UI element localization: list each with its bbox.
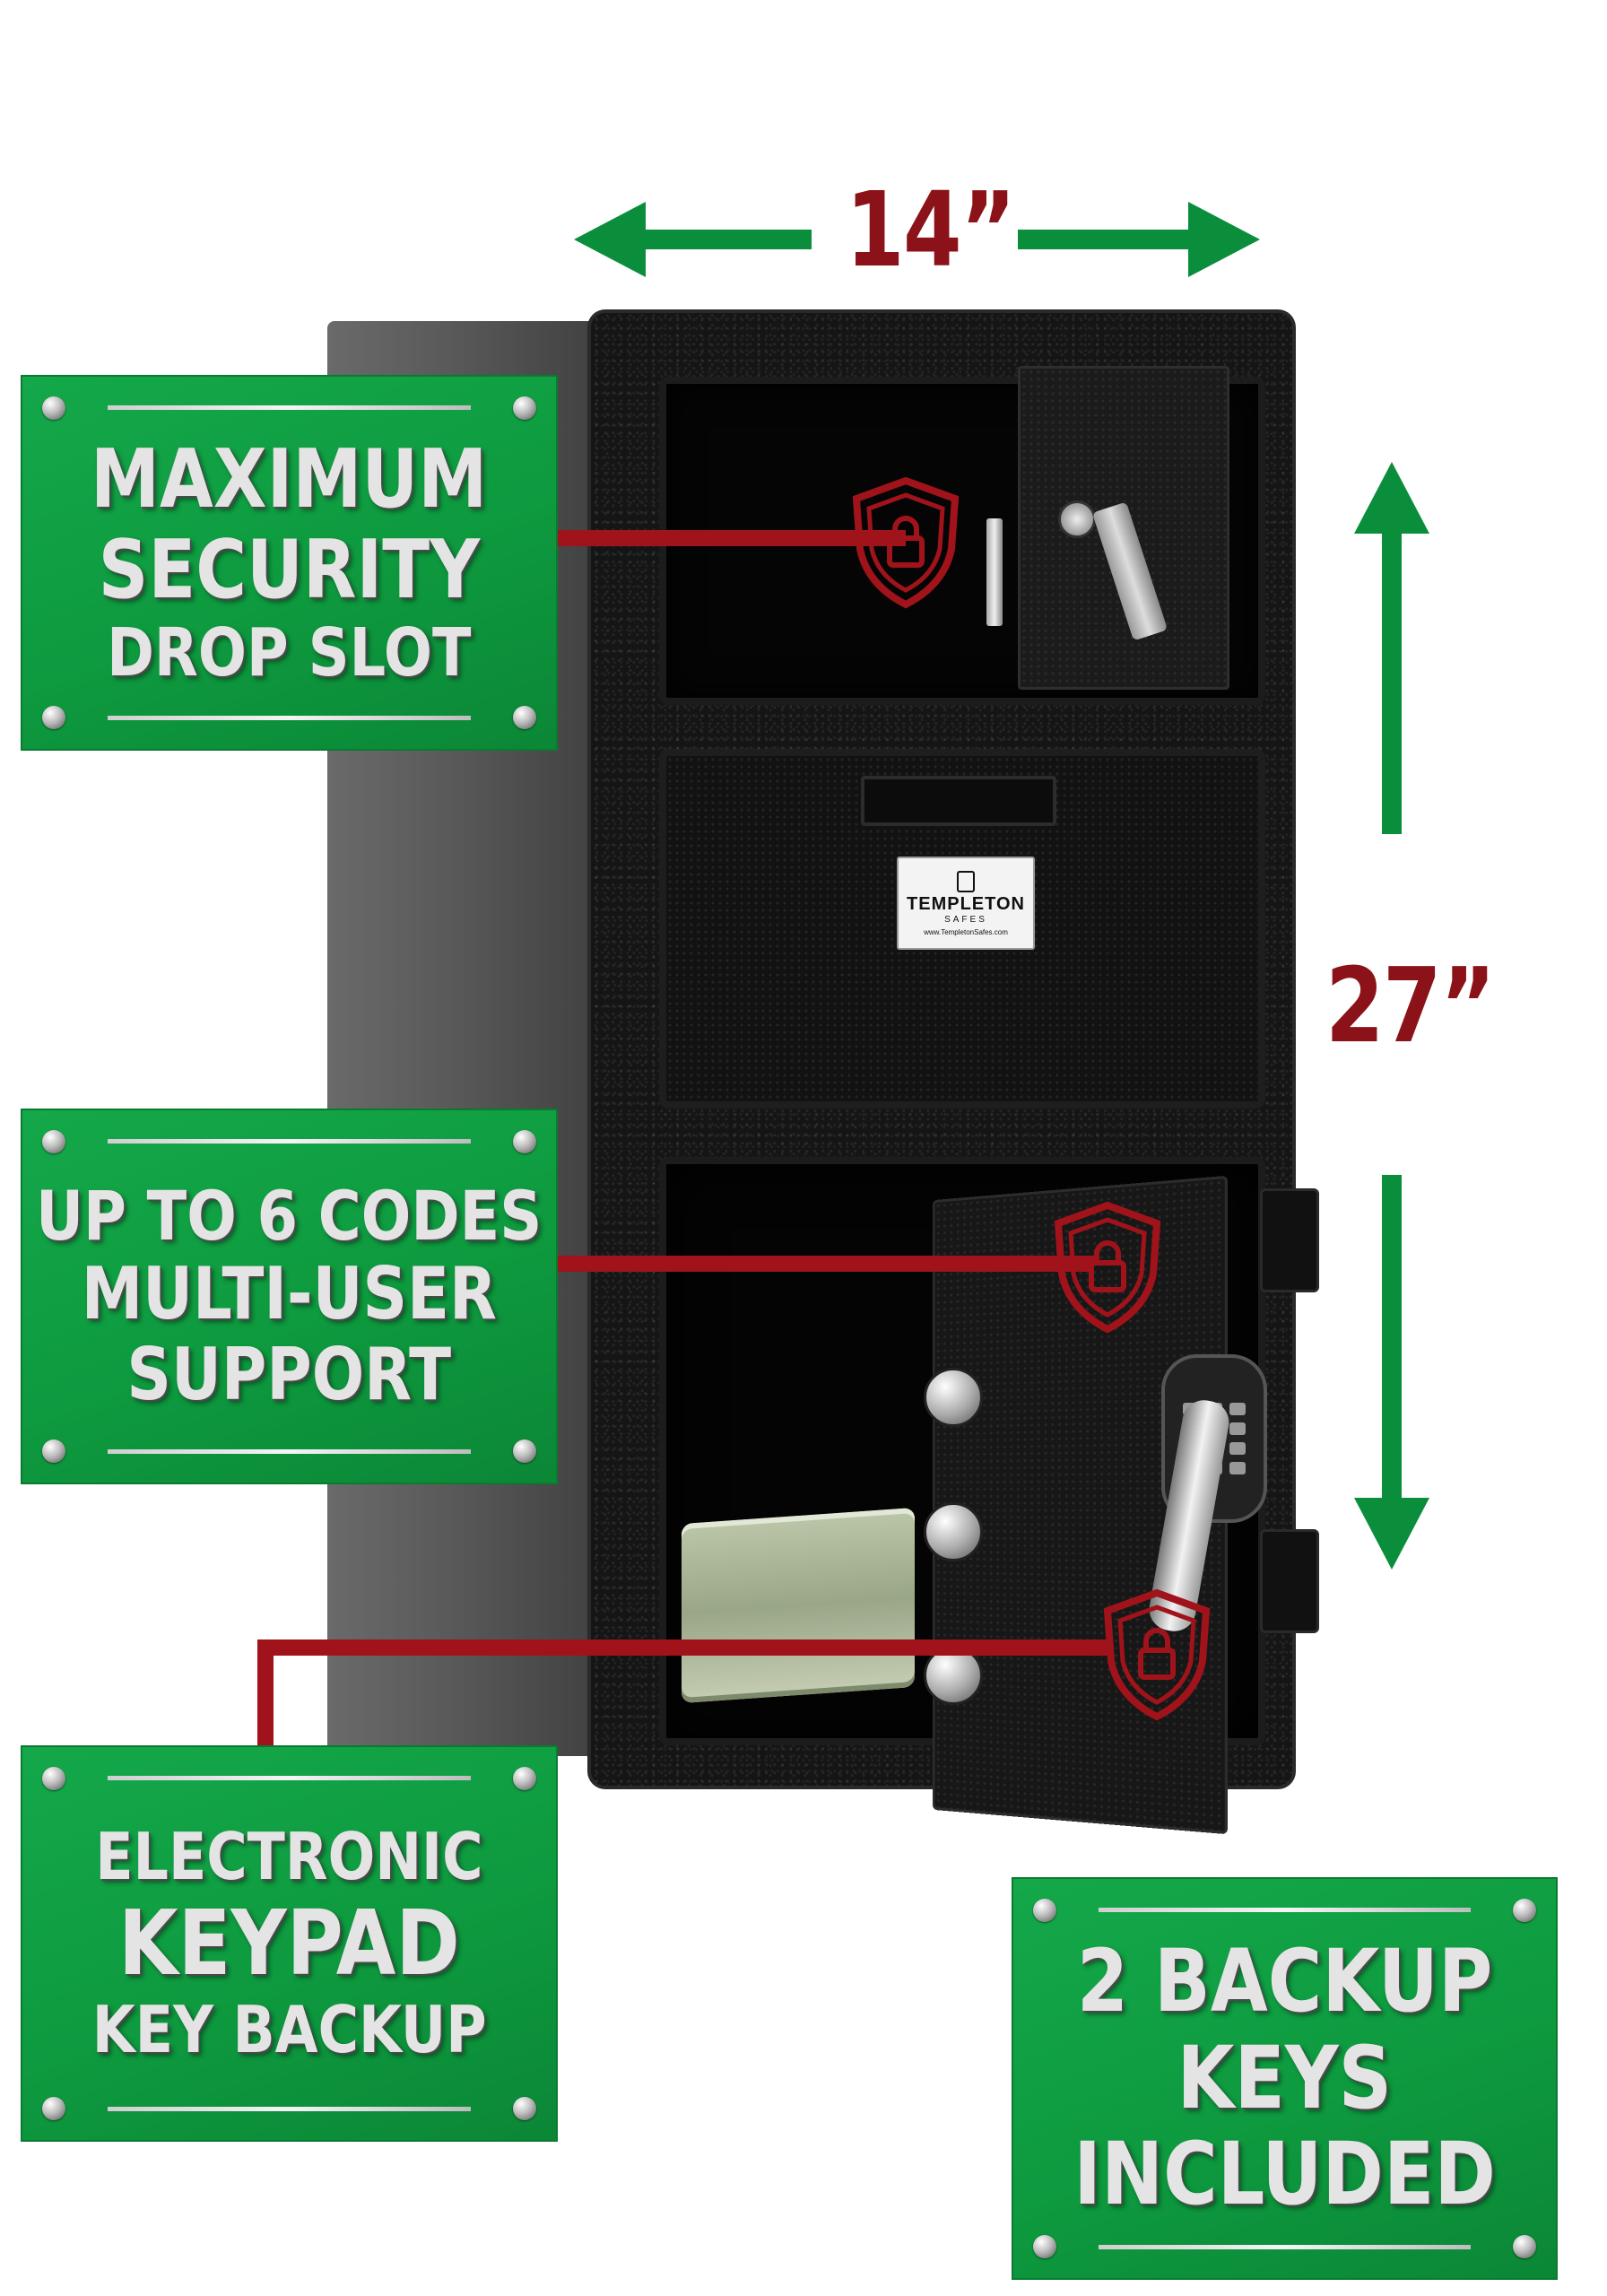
locking-bolt <box>924 1502 983 1561</box>
height-arrow-top <box>1382 525 1402 834</box>
width-arrow-left <box>623 230 812 249</box>
arrow-down-icon <box>1354 1498 1429 1570</box>
screw-icon <box>42 2097 65 2120</box>
shield-lock-icon <box>1054 1201 1161 1334</box>
key-lock-icon <box>1058 500 1096 538</box>
leader-line-keypad-drop <box>257 1639 274 1752</box>
arrow-right-icon <box>1188 202 1260 277</box>
rule-bottom <box>108 716 471 720</box>
callout-line: KEYS <box>1177 2027 1393 2128</box>
screw-icon <box>513 396 536 420</box>
callout-line: KEY BACKUP <box>91 1992 487 2067</box>
callout-codes: UP TO 6 CODES MULTI-USER SUPPORT <box>22 1110 556 1483</box>
rule-bottom <box>108 2107 471 2111</box>
screw-icon <box>42 1130 65 1153</box>
screw-icon <box>42 396 65 420</box>
drop-slot-handle <box>986 518 1003 626</box>
arrow-up-icon <box>1354 462 1429 534</box>
brand-logo-icon <box>957 870 975 892</box>
callout-line: UP TO 6 CODES <box>36 1176 543 1257</box>
callout-line: SUPPORT <box>126 1333 452 1417</box>
height-label: 27” <box>1325 946 1496 1066</box>
rule-top <box>108 1776 471 1780</box>
screw-icon <box>1513 2235 1536 2258</box>
brand-name: TEMPLETON <box>907 893 1025 914</box>
height-arrow-bottom <box>1382 1175 1402 1507</box>
cash-stack <box>682 1507 915 1704</box>
rule-top <box>1099 1908 1471 1912</box>
width-label: 14” <box>846 170 1016 291</box>
callout-line: MULTI-USER <box>81 1252 498 1336</box>
callout-line: 2 BACKUP <box>1076 1931 1493 2032</box>
rule-top <box>108 405 471 410</box>
shield-lock-icon <box>1103 1588 1211 1721</box>
callout-line: SECURITY <box>98 523 481 618</box>
brand-sub: SAFES <box>944 914 987 925</box>
locking-bolt <box>924 1646 983 1705</box>
screw-icon <box>513 1439 536 1463</box>
screw-icon <box>1513 1899 1536 1922</box>
door-hinge <box>1260 1188 1319 1292</box>
callout-line: MAXIMUM <box>91 432 488 527</box>
screw-icon <box>513 1767 536 1790</box>
callout-line: ELECTRONIC <box>95 1819 483 1895</box>
shield-lock-icon <box>852 476 960 609</box>
brand-url: www.TempletonSafes.com <box>924 927 1008 936</box>
screw-icon <box>42 1439 65 1463</box>
screw-icon <box>513 2097 536 2120</box>
brand-plate: TEMPLETON SAFES www.TempletonSafes.com <box>897 857 1035 950</box>
rule-bottom <box>1099 2245 1471 2249</box>
callout-line: INCLUDED <box>1073 2124 1496 2225</box>
screw-icon <box>513 706 536 729</box>
arrow-left-icon <box>574 202 646 277</box>
drawer-handle <box>861 776 1056 826</box>
screw-icon <box>42 1767 65 1790</box>
rule-top <box>108 1139 471 1144</box>
screw-icon <box>42 706 65 729</box>
leader-line-codes <box>556 1256 1094 1272</box>
screw-icon <box>1033 2235 1056 2258</box>
door-hinge <box>1260 1529 1319 1633</box>
callout-backup-keys: 2 BACKUP KEYS INCLUDED <box>1013 1879 1556 2278</box>
screw-icon <box>513 1130 536 1153</box>
locking-bolt <box>924 1368 983 1427</box>
leader-line-keypad <box>257 1639 1109 1656</box>
callout-drop-slot: MAXIMUM SECURITY DROP SLOT <box>22 377 556 749</box>
width-arrow-right <box>1018 230 1206 249</box>
callout-line: DROP SLOT <box>107 613 472 691</box>
screw-icon <box>1033 1899 1056 1922</box>
rule-bottom <box>108 1449 471 1454</box>
callout-keypad: ELECTRONIC KEYPAD KEY BACKUP <box>22 1747 556 2140</box>
leader-line-drop-slot <box>556 530 906 546</box>
callout-line: KEYPAD <box>118 1891 460 1996</box>
